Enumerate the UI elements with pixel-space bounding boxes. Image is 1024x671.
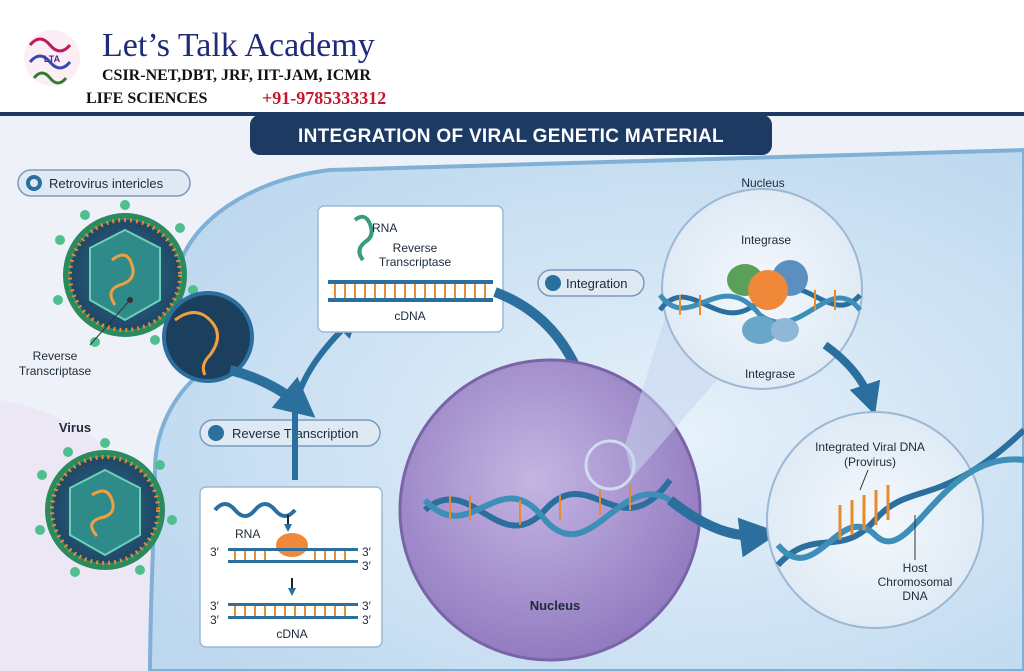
retrovirus-particle (53, 200, 198, 347)
integrase-bottom-label: Integrase (745, 367, 795, 381)
rt-label-line1: Reverse (33, 349, 78, 363)
integration-pill (537, 269, 645, 297)
brand-name: Let’s Talk Academy (102, 27, 375, 64)
box-top-rna: RNA (372, 221, 397, 235)
cdna-ladder-top (328, 280, 493, 302)
nucleus-top-label: Nucleus (741, 176, 784, 190)
reverse-transcriptase-enzyme (276, 533, 308, 557)
academy-logo: LTA (24, 30, 80, 86)
virus-particle (35, 438, 177, 577)
rt-pointer (89, 299, 131, 346)
box-top-enzyme-line1: Reverse (393, 241, 438, 255)
box-top-cdna: cDNA (394, 309, 425, 323)
header-divider (0, 112, 1024, 116)
integration-icon (545, 275, 561, 291)
provirus-label-line1: Integrated Viral DNA (815, 440, 925, 454)
nucleus-label: Nucleus (530, 598, 581, 613)
host-label-line3: DNA (902, 589, 927, 603)
nuclear-dna-helix (422, 478, 673, 538)
brand-subtitle: CSIR-NET,DBT, JRF, IIT-JAM, ICMR (102, 67, 371, 84)
diagram-title: INTEGRATION OF VIRAL GENETIC MATERIAL (298, 126, 724, 147)
brand-line2: LIFE SCIENCES (86, 90, 207, 107)
prime-label-6: 3′ (362, 599, 372, 613)
cdna-ladder-bottom (228, 603, 358, 619)
reverse-transcription-pill (199, 419, 381, 447)
box-bottom-rna: RNA (235, 527, 260, 541)
virus-label: Virus (59, 420, 91, 435)
prime-label-7: 3′ (362, 613, 372, 627)
rt-label-line2: Transcriptase (19, 364, 92, 378)
rna-strand-icon (353, 214, 374, 262)
logo-text: LTA (44, 54, 61, 64)
arrow-to-provirus-circle (822, 341, 881, 416)
nucleus (398, 358, 702, 662)
integrase-top-label: Integrase (741, 233, 791, 247)
cdna-box-bottom (199, 486, 383, 648)
arrow-to-provirus (666, 496, 780, 558)
arrow-to-cdna-box (292, 313, 359, 480)
provirus-pointer (859, 469, 869, 491)
title-bar (250, 115, 772, 155)
prime-label-3: 3′ (362, 559, 372, 573)
box-top-enzyme-line2: Transcriptase (379, 255, 452, 269)
retrovirus-pill-label: Retrovirus intericles (49, 176, 164, 191)
rna-strand-bottom (213, 502, 297, 518)
prime-label-2: 3′ (362, 545, 372, 559)
integrase-enzyme-complex (727, 260, 808, 344)
integration-label: Integration (566, 276, 627, 291)
box-bottom-cdna: cDNA (276, 627, 307, 641)
dna-icon (208, 425, 224, 441)
provirus-dna-helix (775, 427, 1024, 568)
prime-label-5: 3′ (210, 613, 220, 627)
host-label-line1: Host (903, 561, 928, 575)
prime-label-4: 3′ (210, 599, 220, 613)
prime-label-1: 3′ (210, 545, 220, 559)
retrovirus-pill (17, 169, 191, 197)
hybrid-ladder (228, 548, 358, 563)
host-label-line2: Chromosomal (878, 575, 953, 589)
provirus-label-line2: (Provirus) (844, 455, 896, 469)
brand-phone: +91-9785333312 (262, 88, 386, 108)
budding-virion (162, 291, 254, 383)
